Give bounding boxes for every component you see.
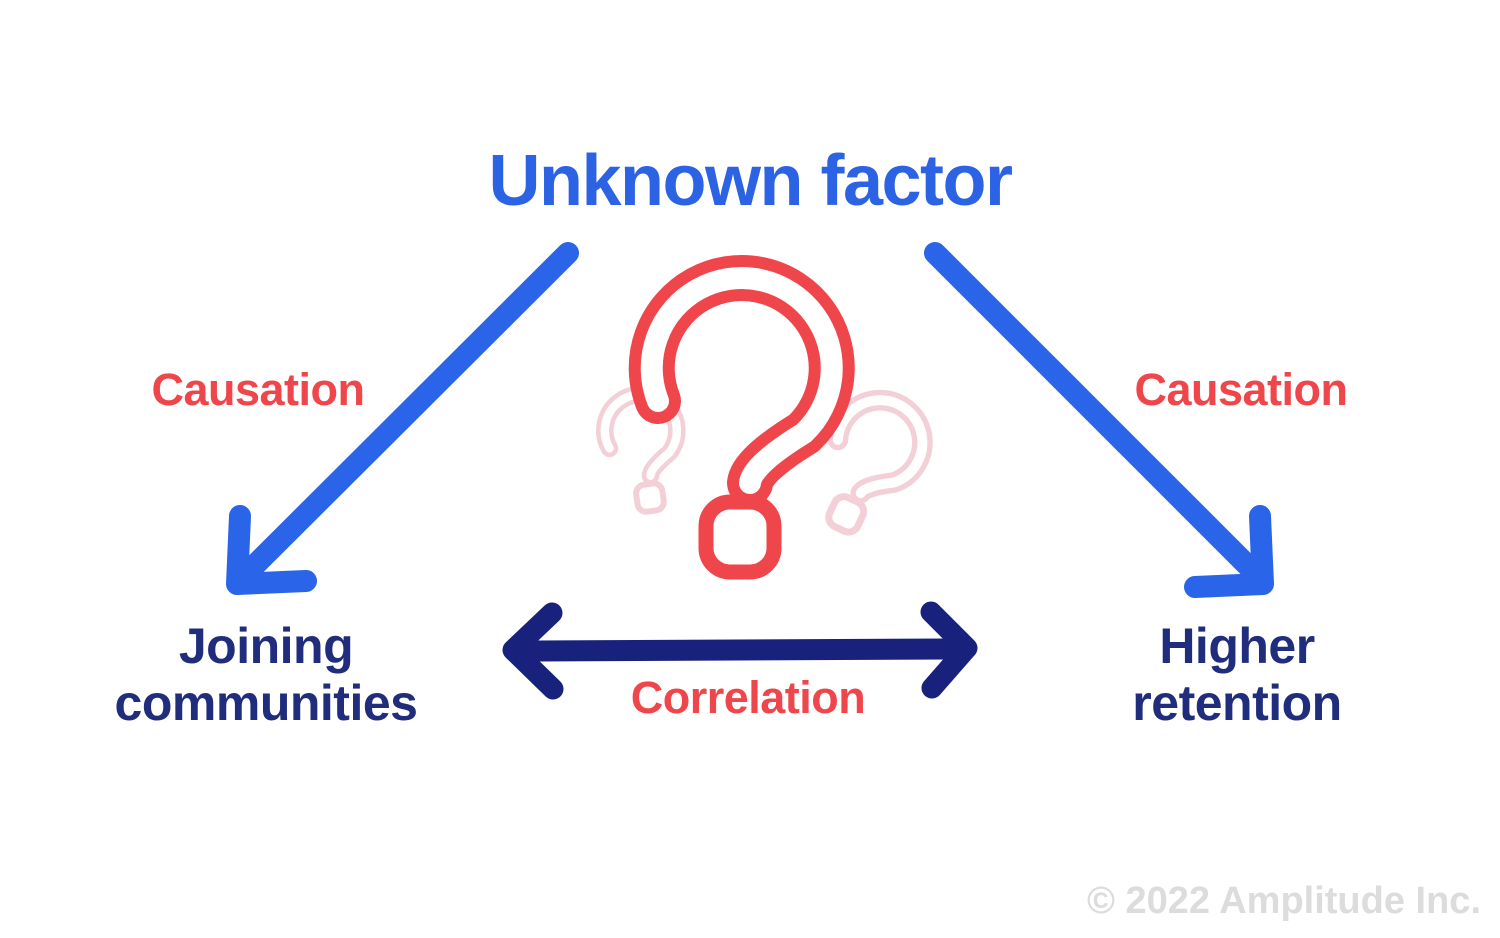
copyright-notice: © 2022 Amplitude Inc. <box>1086 880 1481 922</box>
node-joining-communities: Joining communities <box>115 618 418 732</box>
correlation-label: Correlation <box>630 672 866 723</box>
diagram-title: Unknown factor <box>488 141 1013 221</box>
causation-label-right: Causation <box>1134 364 1348 415</box>
causation-arrow-left-icon <box>226 242 579 595</box>
node-joining-line1: Joining <box>178 618 354 674</box>
question-mark-icon <box>628 255 855 580</box>
causation-arrow-right-icon <box>924 242 1274 598</box>
node-higher-line1: Higher <box>1159 618 1315 674</box>
node-higher-retention: Higher retention <box>1132 618 1342 732</box>
node-joining-line2: communities <box>114 675 418 731</box>
correlation-arrow-icon <box>502 601 978 700</box>
node-higher-line2: retention <box>1132 675 1342 731</box>
question-mark-small-right-icon <box>825 389 933 536</box>
causation-label-left: Causation <box>151 364 365 415</box>
